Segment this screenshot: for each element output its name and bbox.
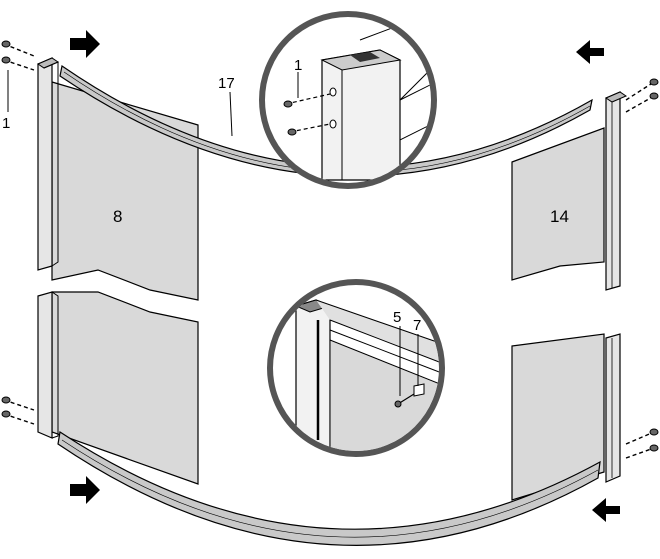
- arrow-right-icon: [70, 476, 100, 504]
- wall-profile-left-lower: [37, 291, 59, 439]
- wall-profile-left-upper: [36, 57, 60, 271]
- detail-circle-bottom: [267, 279, 445, 457]
- label-screw-detail: 1: [294, 57, 302, 74]
- screw-icon: [1, 40, 35, 112]
- panel-left-lower: [51, 291, 199, 485]
- screw-icon: [1, 396, 35, 425]
- label-part-5: 5: [393, 309, 401, 326]
- panel-left-upper: [51, 81, 199, 301]
- detail-circle-top: [259, 11, 437, 189]
- label-part-7: 7: [413, 317, 421, 334]
- label-panel-right: 14: [550, 207, 569, 226]
- screw-icon: [625, 428, 659, 459]
- panel-right-upper: [511, 127, 605, 281]
- arrow-left-icon: [576, 40, 604, 64]
- screw-icon: [625, 78, 659, 113]
- label-screw: 1: [2, 115, 10, 132]
- label-panel-left: 8: [113, 207, 122, 226]
- arrow-left-icon: [592, 498, 620, 522]
- arrow-right-icon: [70, 30, 100, 58]
- leader-line: [229, 91, 233, 137]
- wall-profile-right-lower: [605, 333, 621, 483]
- label-profile: 17: [218, 75, 235, 92]
- wall-profile-right-upper: [604, 91, 628, 291]
- bottom-profile: [57, 430, 601, 546]
- panel-right-lower: [511, 333, 605, 501]
